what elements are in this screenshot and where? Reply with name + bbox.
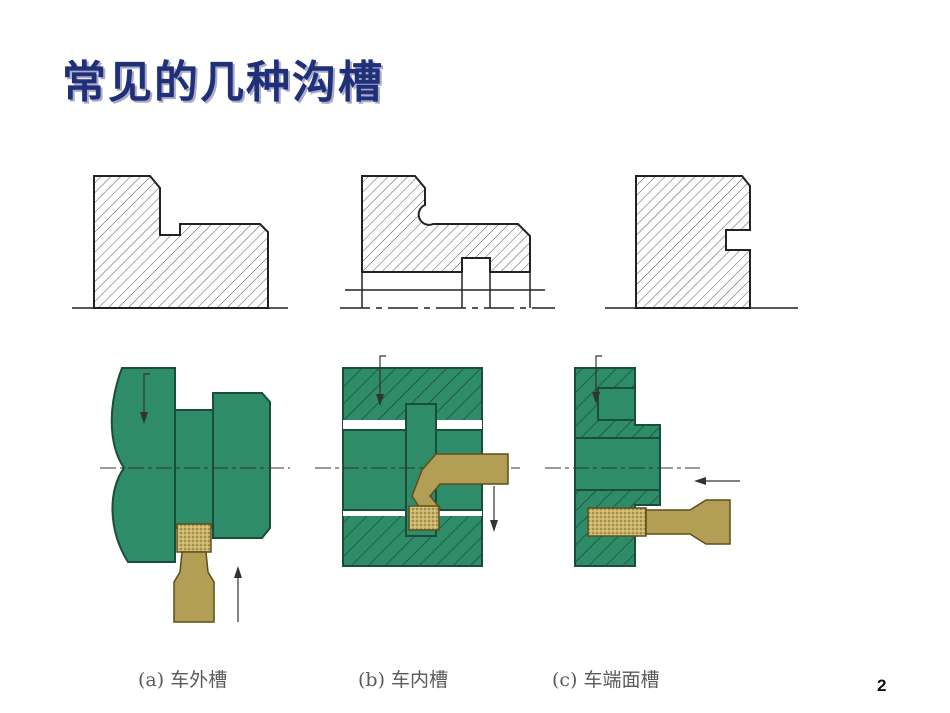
sketch-outer-groove bbox=[72, 175, 288, 309]
caption-b: (b) 车内槽 bbox=[358, 669, 449, 691]
slide-title: 常见的几种沟槽 bbox=[62, 57, 384, 108]
sketch-end-face-groove bbox=[605, 175, 798, 309]
sketch-inner-groove bbox=[340, 175, 555, 309]
diagram-b-inner-groove bbox=[315, 355, 520, 567]
diagram-c-end-face-groove bbox=[545, 355, 740, 567]
diagram-a-outer-groove bbox=[100, 367, 290, 623]
page-number: 2 bbox=[877, 676, 887, 695]
caption-c: (c) 车端面槽 bbox=[552, 669, 660, 691]
caption-a: (a) 车外槽 bbox=[138, 669, 228, 691]
